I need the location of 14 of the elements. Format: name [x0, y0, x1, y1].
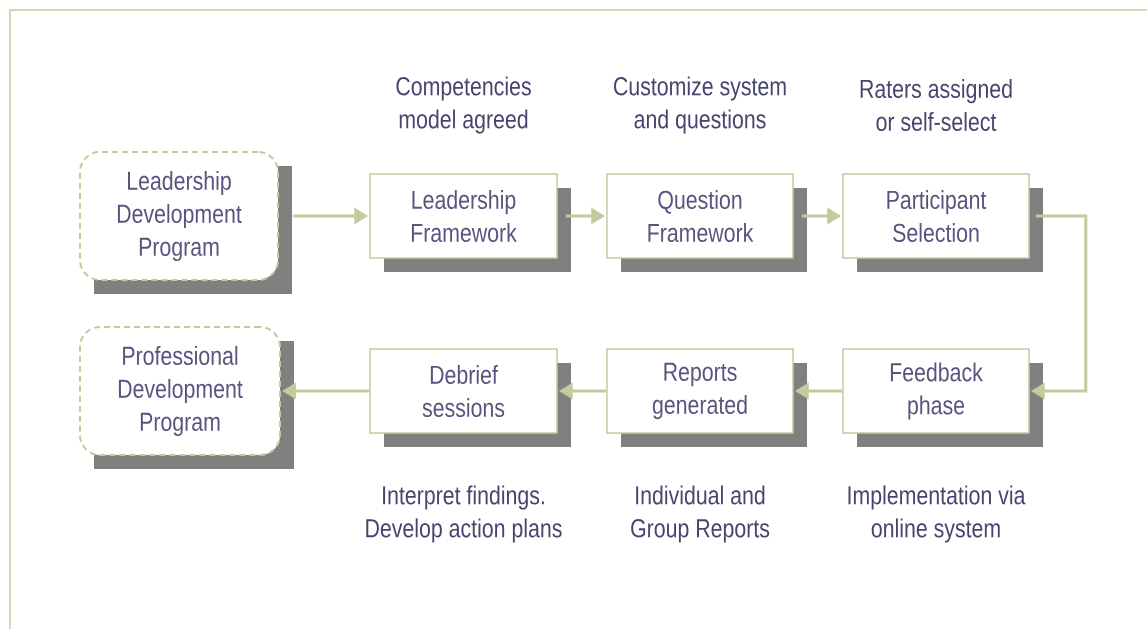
process-box: Reports generated: [606, 348, 807, 447]
process-box: Leadership Framework: [369, 173, 571, 272]
step-caption: Interpret findings. Develop action plans: [366, 485, 562, 543]
step-caption: Implementation via online system: [848, 485, 1026, 543]
process-box: Feedback phase: [842, 348, 1043, 447]
process-box: Participant Selection: [842, 173, 1043, 272]
program-box: Leadership Development Program: [79, 151, 292, 294]
step-caption: Competencies model agreed: [396, 76, 531, 134]
program-box: Professional Development Program: [79, 326, 294, 469]
step-caption: Customize system and questions: [614, 76, 786, 134]
step-caption: Raters assigned or self-select: [860, 78, 1012, 132]
process-box: Debrief sessions: [369, 348, 571, 447]
step-caption: Individual and Group Reports: [631, 485, 770, 543]
process-box: Question Framework: [606, 173, 807, 272]
